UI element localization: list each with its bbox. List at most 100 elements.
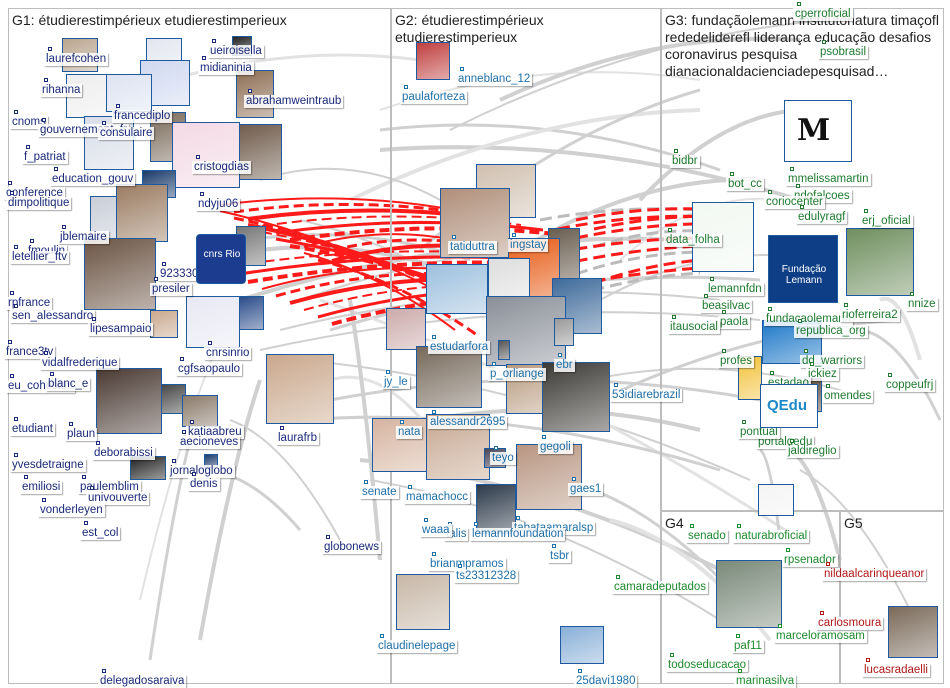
avatar-g2[interactable]	[426, 264, 488, 314]
avatar-g2[interactable]	[416, 346, 482, 408]
node-label-g3[interactable]: fundacaolemann	[764, 313, 854, 326]
avatar-g2[interactable]	[498, 340, 510, 360]
node-label-g4[interactable]: todoseducacao	[666, 659, 749, 672]
avatar-g2[interactable]	[554, 318, 574, 346]
node-label-g1[interactable]: yvesdetraigne	[10, 459, 86, 472]
node-label-g4[interactable]: senado	[686, 530, 728, 543]
avatar-g3[interactable]	[692, 202, 754, 272]
avatar-g1[interactable]	[266, 354, 334, 424]
node-label-g1[interactable]: katiaabreu	[186, 426, 244, 439]
avatar-g3[interactable]	[846, 228, 914, 296]
node-label-g5[interactable]: nildaalcarinqueanor	[822, 568, 927, 581]
node-label-g2[interactable]: anneblanc_12	[456, 73, 533, 86]
node-label-g4[interactable]: camaradeputados	[612, 581, 709, 594]
node-label-g1[interactable]: laurefcohen	[44, 53, 109, 66]
node-label-g1[interactable]: laurafrb	[276, 432, 319, 445]
avatar-g1[interactable]	[116, 184, 168, 242]
avatar-g4[interactable]	[716, 560, 782, 628]
avatar-g1[interactable]	[236, 70, 274, 118]
node-label-g5[interactable]: carlosmoura	[816, 617, 884, 630]
node-label-g3[interactable]: republica_org	[794, 325, 868, 338]
avatar-cnrs[interactable]: cnrs Rio	[196, 234, 246, 284]
node-label-g3[interactable]: edulyragf	[796, 211, 848, 224]
node-label-g1[interactable]: cristogdias	[192, 161, 251, 174]
node-label-g2[interactable]: gaes1	[568, 483, 604, 496]
node-label-g3[interactable]: bot_cc	[726, 178, 764, 191]
node-label-g1[interactable]: presiler	[150, 283, 192, 296]
node-label-g2[interactable]: mamachocc	[404, 491, 470, 504]
node-label-g2[interactable]: 53idiarebrazil	[610, 389, 683, 402]
node-label-g2[interactable]: paulaforteza	[400, 91, 468, 104]
node-label-g1[interactable]: ueiroisella	[208, 45, 264, 58]
node-label-g1[interactable]: denis	[188, 478, 220, 491]
node-label-g1[interactable]: globonews	[322, 541, 381, 554]
node-label-g3[interactable]: omendes	[822, 390, 874, 403]
node-label-g1[interactable]: vonderleyen	[38, 504, 105, 517]
avatar-g1[interactable]	[186, 296, 240, 348]
node-label-g2[interactable]: tsbr	[548, 550, 572, 563]
node-label-g3[interactable]: beasilvac	[700, 300, 752, 313]
avatar-g1[interactable]	[182, 395, 218, 427]
avatar-g1[interactable]	[106, 74, 152, 112]
node-label-g2[interactable]: waaa	[420, 524, 452, 537]
node-label-g1[interactable]: jblemaire	[58, 231, 109, 244]
node-label-g1[interactable]: vidalfrederique	[40, 357, 120, 370]
node-label-g2[interactable]: ts23312328	[454, 570, 519, 583]
node-label-g1[interactable]: cgfsaopaulo	[176, 363, 243, 376]
node-label-g3[interactable]: profes	[718, 355, 754, 368]
node-label-g1[interactable]: consulaire	[98, 127, 155, 140]
node-label-g2[interactable]: tatiduttra	[448, 241, 497, 254]
node-label-g1[interactable]: univouverte	[86, 492, 150, 505]
node-label-g2[interactable]: gegoli	[538, 441, 573, 454]
avatar-g2[interactable]	[416, 42, 450, 80]
node-label-g1[interactable]: etudiant	[10, 423, 55, 436]
node-label-g1[interactable]: lipesampaio	[88, 323, 154, 336]
avatar-g2[interactable]	[386, 308, 426, 350]
node-label-g1[interactable]: rpfrance	[6, 297, 53, 310]
node-label-g4[interactable]: paf11	[732, 640, 764, 653]
node-label-g1[interactable]: conference	[4, 187, 65, 200]
node-label-g2[interactable]: lemannfoundation	[470, 528, 566, 541]
avatar-g2[interactable]	[516, 444, 582, 510]
avatar-g3[interactable]	[758, 484, 794, 516]
avatar-g5[interactable]	[888, 606, 938, 658]
node-label-g1[interactable]: deborabissi	[92, 447, 155, 460]
node-label-g3[interactable]: lemannfdn	[706, 283, 764, 296]
avatar-g2[interactable]	[476, 484, 516, 534]
node-label-g5[interactable]: lucasradaelli	[862, 664, 930, 677]
node-label-g3[interactable]: ickiez	[806, 368, 839, 381]
node-label-g1[interactable]: blanc_e	[46, 378, 91, 391]
avatar-g1[interactable]	[96, 368, 162, 434]
avatar-g1[interactable]	[150, 310, 178, 338]
node-label-g2[interactable]: 25davi1980	[574, 675, 638, 688]
node-label-g2[interactable]: alessandr2695	[428, 416, 508, 429]
node-label-g2[interactable]: ingstay	[508, 239, 549, 252]
node-label-g3[interactable]: cperroficial	[793, 8, 853, 21]
avatar-fundacao-lemann[interactable]: Fundação Lemann	[768, 235, 838, 303]
node-label-g4[interactable]: rpsenador	[782, 554, 838, 567]
avatar-g2[interactable]	[488, 258, 530, 298]
node-label-g2[interactable]: teyo	[490, 452, 516, 465]
node-label-g1[interactable]: ndyju06	[196, 198, 241, 211]
avatar-g1[interactable]	[238, 296, 264, 330]
node-label-g2[interactable]: brianmpramos	[428, 558, 506, 571]
node-label-g3[interactable]: psobrasil	[818, 46, 869, 59]
node-label-g3[interactable]: nnize	[906, 298, 938, 311]
avatar-g2[interactable]	[560, 626, 604, 664]
node-label-g1[interactable]: francediplo	[112, 110, 173, 123]
node-label-g2[interactable]: ebr	[554, 359, 575, 372]
node-label-g3[interactable]: dd_warriors	[800, 355, 865, 368]
node-label-g4[interactable]: marceloramosam	[774, 630, 867, 643]
node-label-g1[interactable]: france3tv	[4, 346, 56, 359]
node-label-g1[interactable]: abrahamweintraub	[244, 95, 344, 108]
node-label-g2[interactable]: senate	[360, 486, 399, 499]
node-label-g4[interactable]: marinasilva	[734, 675, 797, 688]
node-label-g2[interactable]: jy_le	[382, 376, 410, 389]
avatar-mm-logo[interactable]: M	[784, 100, 852, 162]
node-label-g1[interactable]: jornaloglobo	[168, 465, 235, 478]
avatar-g2[interactable]	[542, 362, 610, 432]
node-label-g3[interactable]: coppeufrj	[884, 379, 936, 392]
node-label-g2[interactable]: nata	[396, 426, 423, 439]
node-label-g3[interactable]: bidbr	[670, 155, 700, 168]
node-label-g1[interactable]: rihanna	[40, 84, 83, 97]
